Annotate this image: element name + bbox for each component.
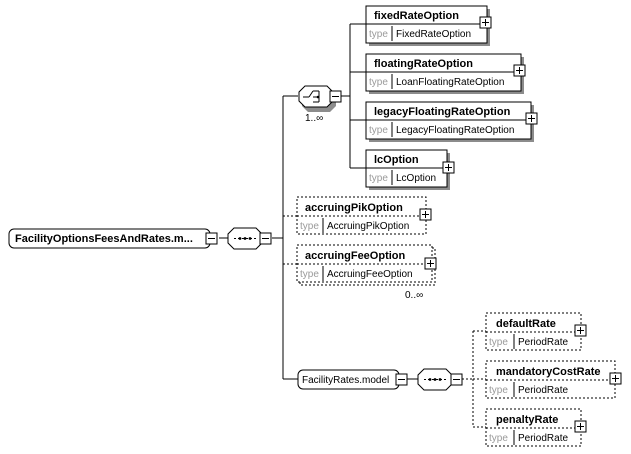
expand-icon[interactable] xyxy=(609,372,622,385)
expand-icon[interactable] xyxy=(513,64,526,77)
choice-item-legacy-floating-rate-option[interactable]: legacyFloatingRateOption type LegacyFloa… xyxy=(365,101,538,142)
collapse-icon[interactable] xyxy=(395,373,408,386)
choice-item-fixed-rate-option[interactable]: fixedRateOption type FixedRateOption xyxy=(365,5,492,46)
collapse-icon[interactable] xyxy=(329,90,342,103)
element-name: accruingPikOption xyxy=(305,202,403,214)
type-value: LegacyFloatingRateOption xyxy=(396,125,514,136)
type-key: type xyxy=(369,173,388,184)
element-name: penaltyRate xyxy=(496,414,558,426)
type-value: FixedRateOption xyxy=(396,29,471,40)
type-value: LcOption xyxy=(396,173,436,184)
collapse-icon[interactable] xyxy=(259,232,272,245)
type-key: type xyxy=(369,77,388,88)
collapse-icon[interactable] xyxy=(450,373,463,386)
type-key: type xyxy=(489,337,508,348)
element-name: lcOption xyxy=(374,154,419,166)
expand-icon[interactable] xyxy=(424,257,437,270)
type-value: LoanFloatingRateOption xyxy=(396,77,504,88)
group-item-mandatory-cost-rate[interactable]: mandatoryCostRate type PeriodRate xyxy=(485,360,622,399)
sequence-compositor-2[interactable] xyxy=(417,368,463,391)
element-name: floatingRateOption xyxy=(374,58,473,70)
type-value: PeriodRate xyxy=(518,385,568,396)
choice-compositor[interactable]: 1..∞ xyxy=(298,85,342,124)
choice-occurrence: 1..∞ xyxy=(305,113,323,124)
type-key: type xyxy=(300,221,319,232)
optional-item-accruing-fee-option[interactable]: accruingFeeOption type AccruingFeeOption… xyxy=(296,244,437,301)
expand-icon[interactable] xyxy=(442,161,455,174)
collapse-icon[interactable] xyxy=(205,232,218,245)
type-value: AccruingPikOption xyxy=(327,221,409,232)
root-element[interactable]: FacilityOptionsFeesAndRates.m... xyxy=(8,228,218,249)
choice-item-lc-option[interactable]: lcOption type LcOption xyxy=(365,149,455,190)
element-name: defaultRate xyxy=(496,318,556,330)
connector-lines xyxy=(219,23,486,428)
root-element-label: FacilityOptionsFeesAndRates.m... xyxy=(15,233,193,245)
choice-item-floating-rate-option[interactable]: floatingRateOption type LoanFloatingRate… xyxy=(365,53,526,94)
type-value: AccruingFeeOption xyxy=(327,269,413,280)
expand-icon[interactable] xyxy=(574,420,587,433)
group-item-penalty-rate[interactable]: penaltyRate type PeriodRate xyxy=(485,408,587,447)
element-name: mandatoryCostRate xyxy=(496,366,601,378)
type-key: type xyxy=(369,29,388,40)
element-name: accruingFeeOption xyxy=(305,250,406,262)
choice-icon xyxy=(303,90,320,103)
type-value: PeriodRate xyxy=(518,433,568,444)
group-item-default-rate[interactable]: defaultRate type PeriodRate xyxy=(485,312,587,351)
expand-icon[interactable] xyxy=(574,324,587,337)
type-key: type xyxy=(369,125,388,136)
element-name: legacyFloatingRateOption xyxy=(374,106,511,118)
type-key: type xyxy=(489,385,508,396)
element-occurrence: 0..∞ xyxy=(405,290,423,301)
type-value: PeriodRate xyxy=(518,337,568,348)
expand-icon[interactable] xyxy=(479,16,492,29)
group-label: FacilityRates.model xyxy=(302,375,389,386)
optional-item-accruing-pik-option[interactable]: accruingPikOption type AccruingPikOption xyxy=(296,196,432,235)
expand-icon[interactable] xyxy=(525,112,538,125)
expand-icon[interactable] xyxy=(419,208,432,221)
type-key: type xyxy=(300,269,319,280)
type-key: type xyxy=(489,433,508,444)
group-facility-rates-model[interactable]: FacilityRates.model xyxy=(297,369,408,390)
element-name: fixedRateOption xyxy=(374,10,459,22)
sequence-compositor[interactable] xyxy=(227,227,272,250)
